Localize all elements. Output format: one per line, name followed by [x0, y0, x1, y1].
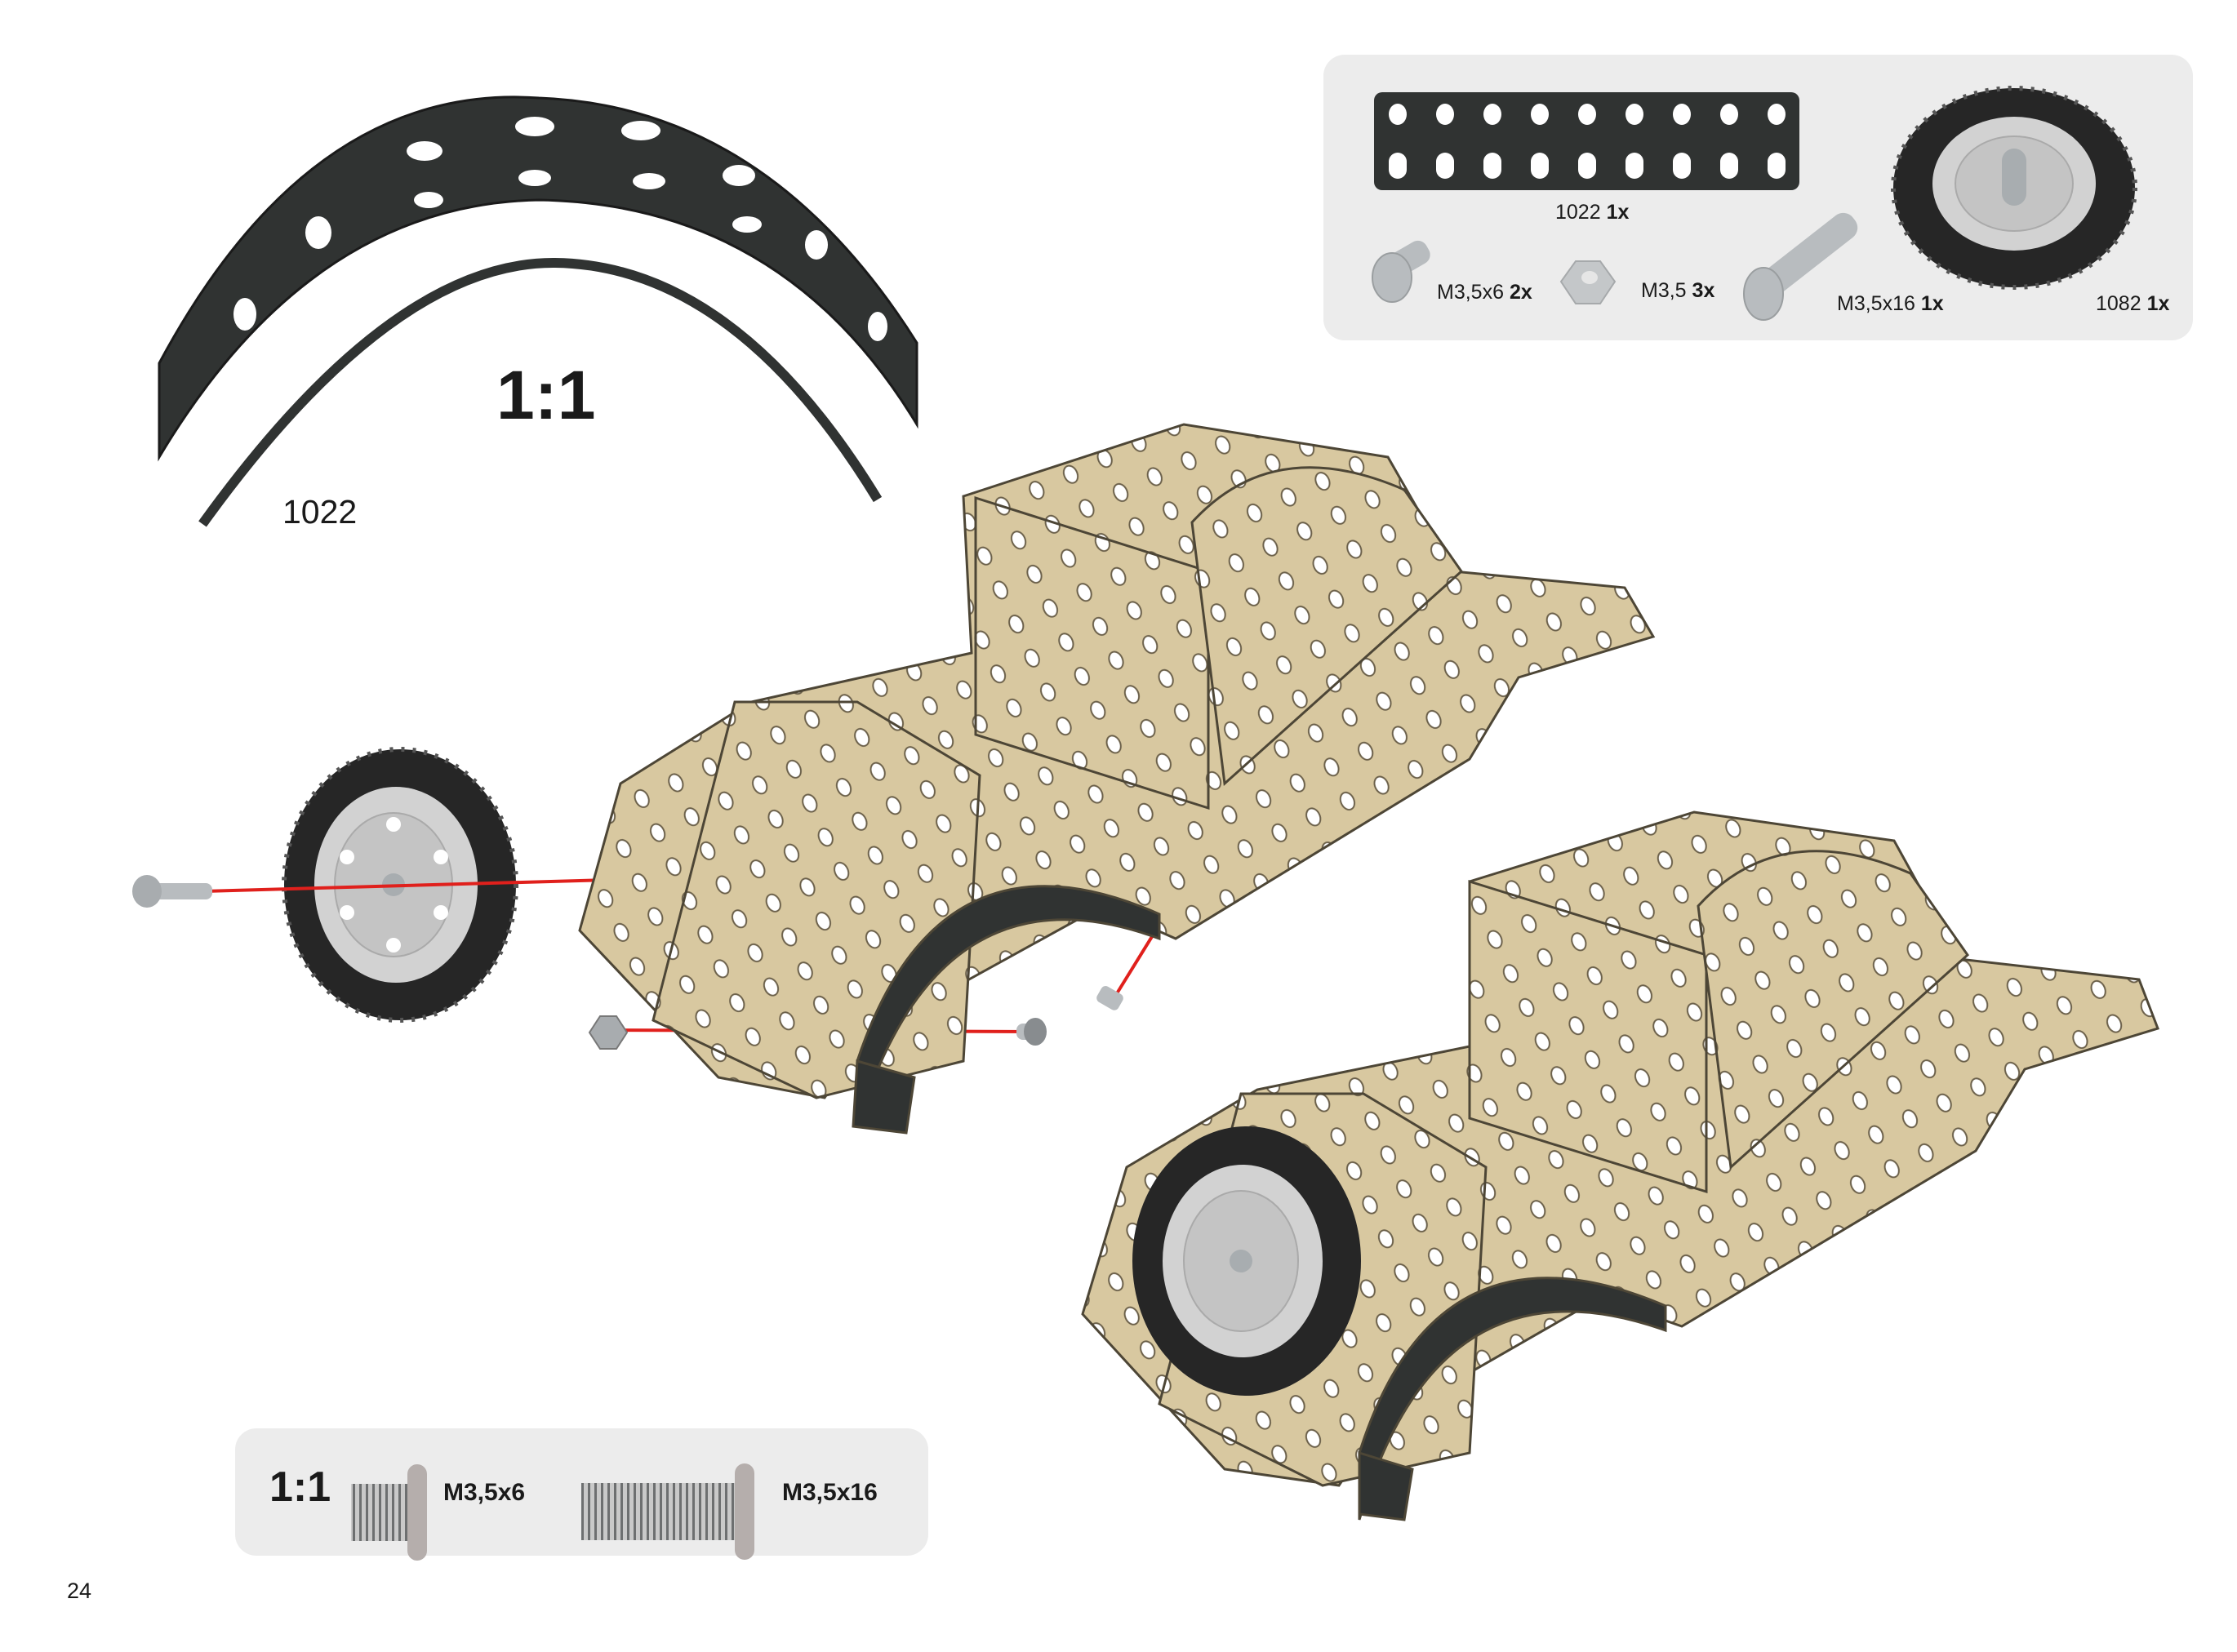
part-caption-m35x6: M3,5x6 2x: [1437, 281, 1532, 304]
short-screw-icon: [1372, 240, 1430, 303]
long-screw-icon: [1743, 212, 1858, 321]
long-screw-exploded: [132, 875, 212, 908]
car-assembly-result: [1081, 810, 2159, 1521]
car-assembly-step: [578, 423, 1656, 1135]
screw-m35x16-scale-icon: [581, 1463, 754, 1560]
screw-label-m35x16: M3,5x16: [782, 1479, 878, 1506]
wheel-icon: [1891, 86, 2137, 290]
hex-nut-exploded: [588, 1015, 629, 1050]
hex-nut-icon: [1559, 260, 1617, 304]
part-caption-1022: 1022 1x: [1555, 201, 1630, 224]
perforated-strip-icon: [1374, 92, 1799, 190]
screw-label-m35x6: M3,5x6: [443, 1479, 526, 1506]
screw-m35x6-scale-icon: [351, 1464, 427, 1561]
page-number: 24: [67, 1579, 92, 1603]
part-caption-m35x16: M3,5x16 1x: [1837, 292, 1944, 315]
screw-scale-label: 1:1: [269, 1463, 331, 1511]
part-caption-1082: 1082 1x: [2096, 292, 2170, 315]
template-scale-label: 1:1: [496, 357, 596, 433]
short-screw-exploded-2: [1096, 986, 1123, 1010]
curved-strip-template: [158, 95, 918, 527]
template-part-number: 1022: [282, 493, 358, 531]
part-caption-m35-nut: M3,5 3x: [1641, 279, 1715, 302]
short-screw-exploded: [1016, 1018, 1047, 1046]
